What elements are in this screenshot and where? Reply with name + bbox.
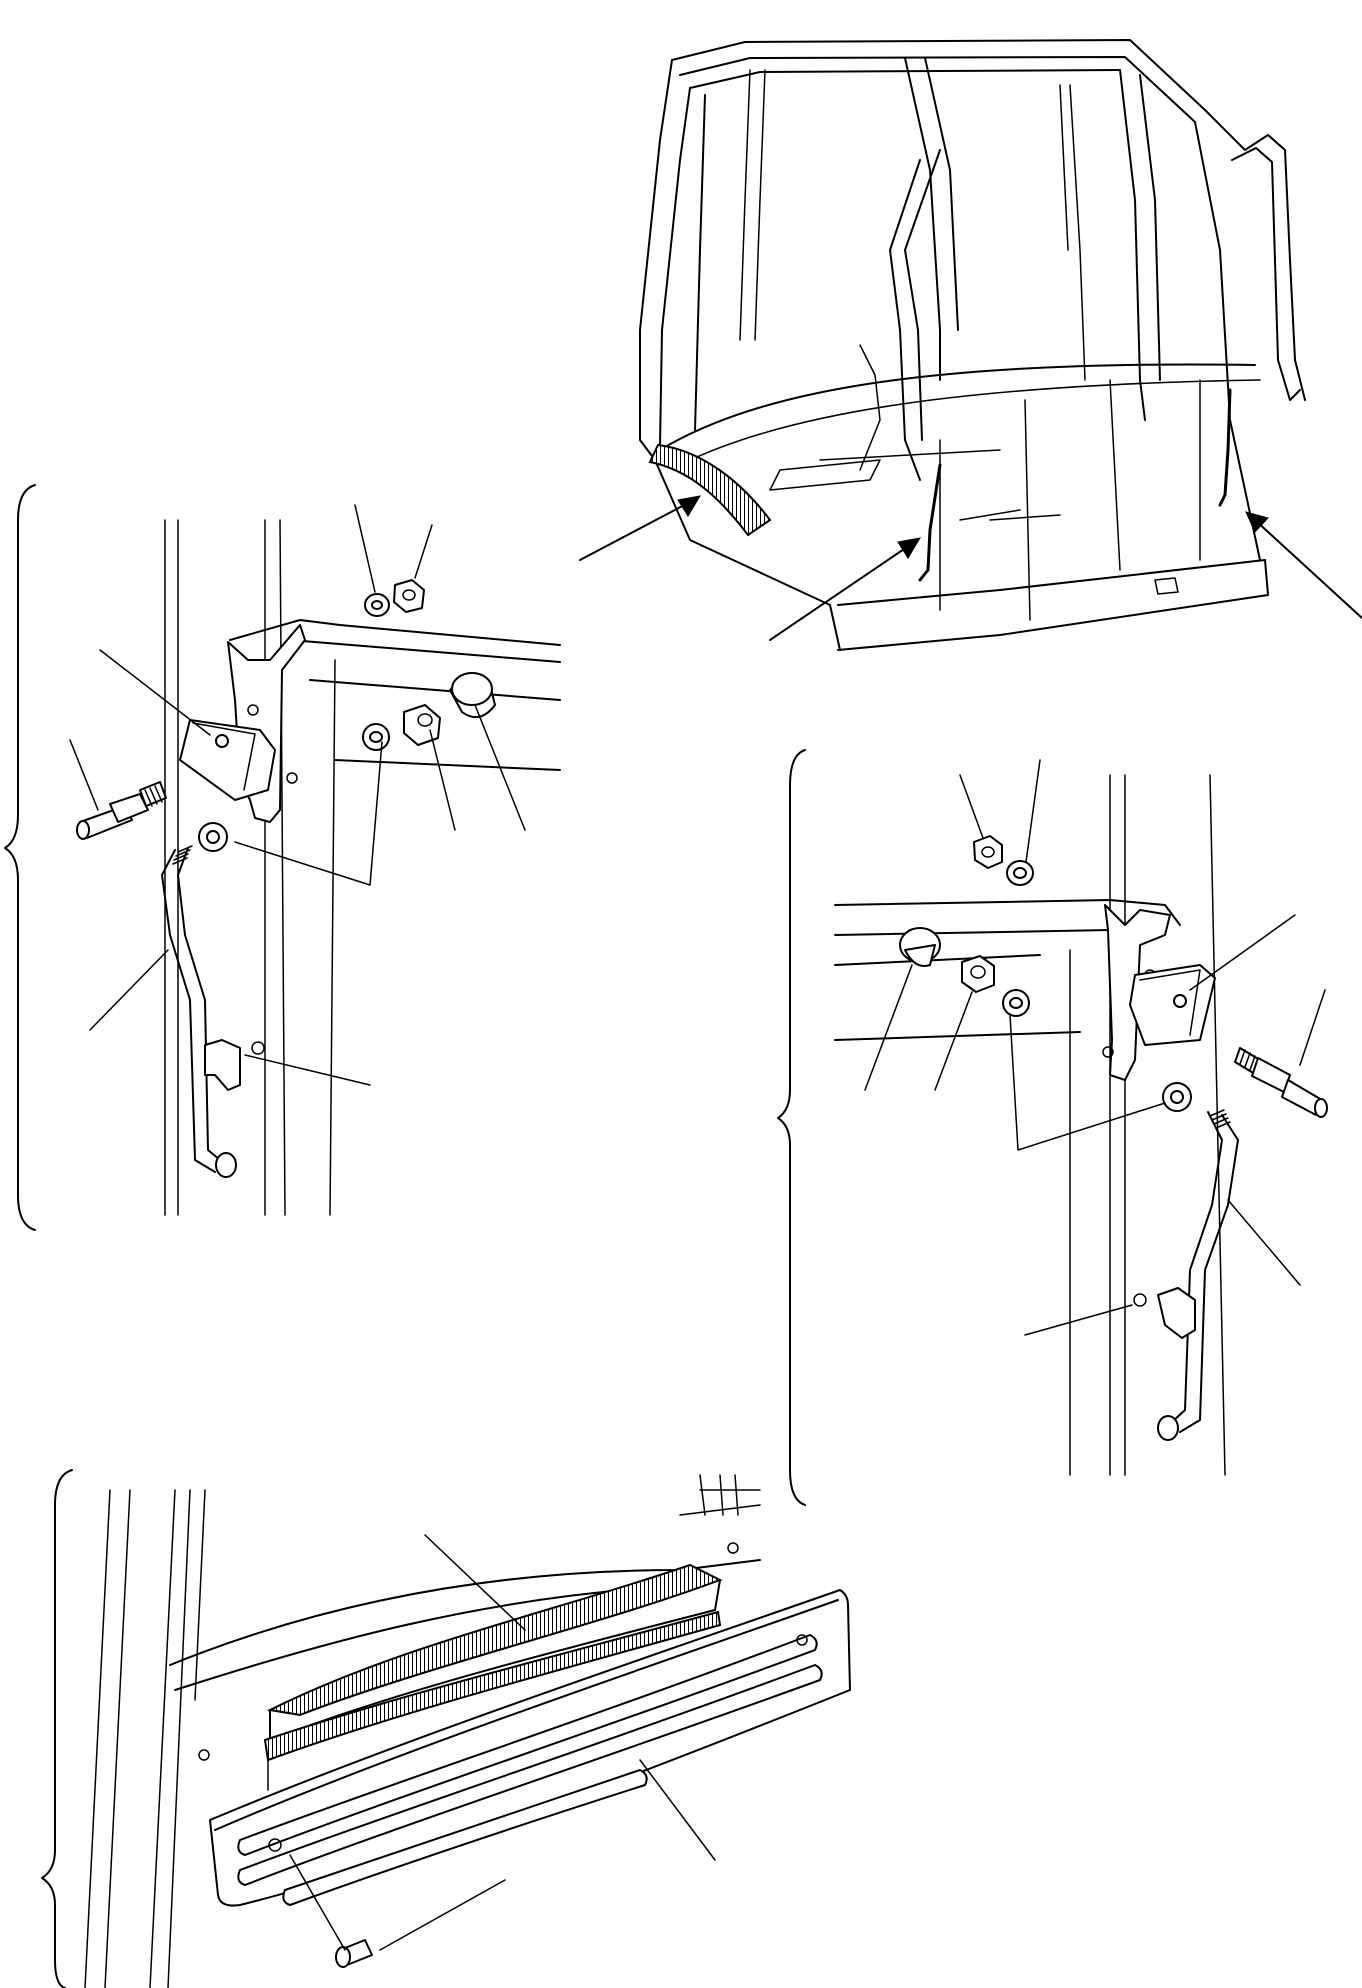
air-filter-detail (41, 1469, 851, 1988)
filter-screw (289, 1854, 373, 1968)
bolt-right (1234, 1047, 1328, 1118)
cab-overview (579, 39, 1362, 651)
nut-top-left (393, 579, 425, 613)
bolt-left (76, 781, 167, 840)
right-door-hook-detail (777, 749, 1328, 1506)
left-door-hook-detail (4, 484, 561, 1231)
